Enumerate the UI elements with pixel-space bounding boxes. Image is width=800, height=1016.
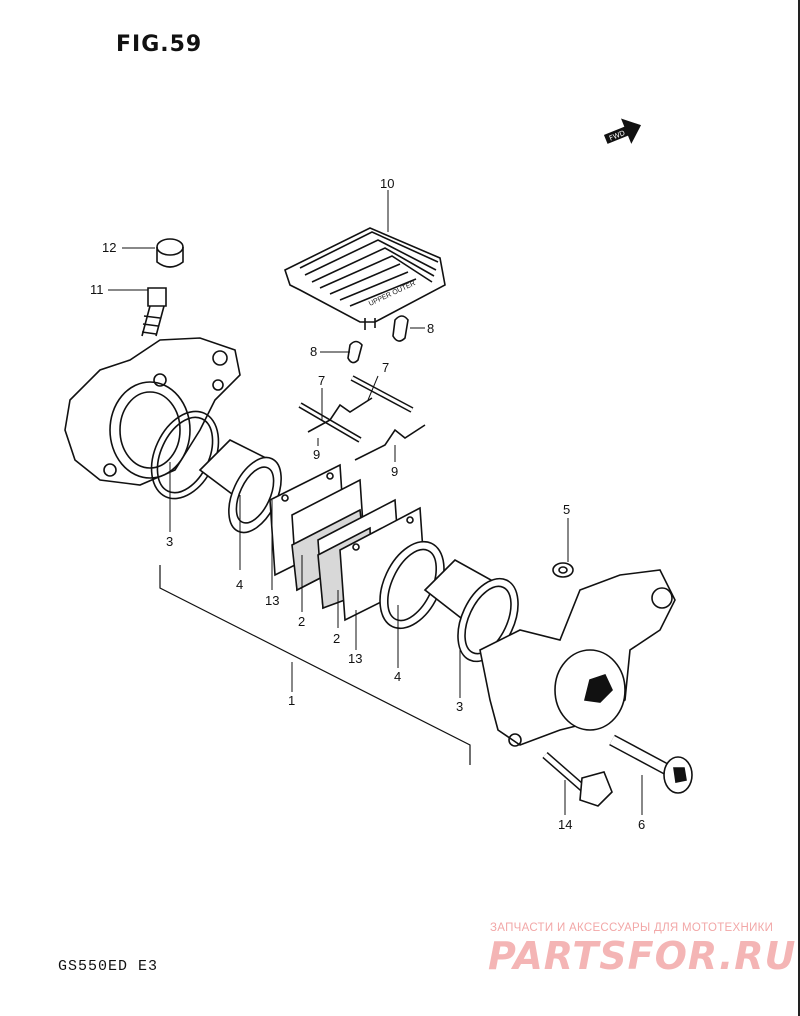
callout-8b: 8 [427, 321, 434, 336]
callout-1: 1 [288, 693, 295, 708]
callout-14: 14 [558, 817, 572, 832]
model-label: GS550ED E3 [58, 958, 159, 975]
caliper-left-half [64, 337, 241, 486]
callout-12: 12 [102, 240, 116, 255]
callout-11: 11 [90, 282, 104, 297]
caliper-right-half [479, 569, 676, 747]
leader-lines [108, 190, 643, 815]
clip-right-part [392, 315, 409, 342]
callout-2a: 2 [298, 614, 305, 629]
callout-13a: 13 [265, 593, 279, 608]
callout-8a: 8 [310, 344, 317, 359]
watermark-brand: PARTSFOR.RU [488, 934, 797, 978]
bleeder-screw-part [141, 287, 167, 337]
pad-pin-right-part [350, 375, 414, 413]
assembly-bracket [159, 565, 471, 765]
callout-9a: 9 [313, 447, 320, 462]
bolt-6-part [609, 734, 693, 794]
piston-left-part [198, 439, 282, 534]
callout-7a: 7 [318, 373, 325, 388]
callout-10: 10 [380, 176, 394, 191]
callout-4a: 4 [236, 577, 243, 592]
callout-2b: 2 [333, 631, 340, 646]
spring-right-part [354, 424, 426, 461]
callout-7b: 7 [382, 360, 389, 375]
svg-text:FWD: FWD [608, 129, 626, 143]
clip-left-part [347, 340, 363, 364]
spring-left-part [307, 397, 373, 433]
pad-pin-left-part [298, 402, 362, 443]
callout-3b: 3 [456, 699, 463, 714]
figure-title: FIG.59 [116, 32, 203, 57]
callout-4b: 4 [394, 669, 401, 684]
bleeder-cap-part [156, 238, 184, 268]
watermark-subtitle: ЗАПЧАСТИ И АКСЕССУАРЫ ДЛЯ МОТОТЕХНИКИ [490, 922, 774, 934]
callout-9b: 9 [391, 464, 398, 479]
callout-3a: 3 [166, 534, 173, 549]
page-border [798, 0, 800, 1016]
washer-part [552, 562, 574, 578]
callout-5: 5 [563, 502, 570, 517]
callout-labels: 10 12 11 8 8 7 7 9 9 3 4 13 2 2 13 4 3 5… [90, 176, 645, 832]
fwd-arrow-icon: FWD [603, 118, 642, 144]
callout-6: 6 [638, 817, 645, 832]
bolt-14-part [542, 751, 613, 807]
callout-13b: 13 [348, 651, 362, 666]
pad-cover-part: UPPER OUTER [284, 227, 446, 330]
